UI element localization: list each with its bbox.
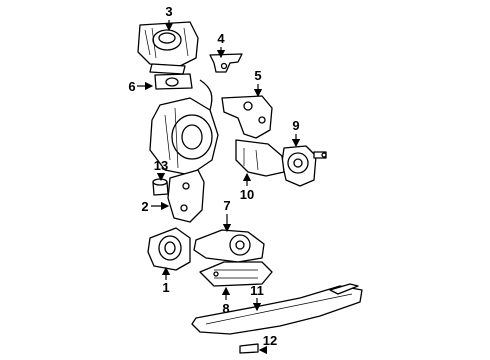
callout-6: 6 [128,79,135,94]
transmission-housing [149,79,219,176]
part-11-crossmember [191,283,363,335]
callout-9: 9 [292,118,299,133]
part-4-bracket [209,53,243,73]
callout-4: 4 [217,31,225,46]
callout-5: 5 [254,68,261,83]
callout-13: 13 [154,158,168,173]
part-12-plate [239,343,259,354]
callout-3: 3 [165,4,172,19]
part-6-bracket [154,73,193,90]
callout-10: 10 [240,187,254,202]
part-1-front-mount [147,227,191,271]
part-5-bracket [221,95,273,139]
callout-12: 12 [263,333,277,348]
part-2-bracket [167,169,205,223]
part-9-rear-mount [281,145,327,187]
callout-8: 8 [222,301,229,316]
callout-2: 2 [141,199,148,214]
part-8-bracket [199,261,273,287]
part-13-bushing [152,178,169,196]
callout-7: 7 [223,198,230,213]
part-3-upper-mount [137,21,199,75]
part-7-mount [193,229,265,263]
part-10-bracket [235,139,285,177]
callout-labels: 3 4 6 5 9 10 13 2 7 1 8 11 12 [128,4,299,348]
callout-11: 11 [250,283,264,298]
leader-lines [137,20,301,355]
callout-1: 1 [162,280,169,295]
